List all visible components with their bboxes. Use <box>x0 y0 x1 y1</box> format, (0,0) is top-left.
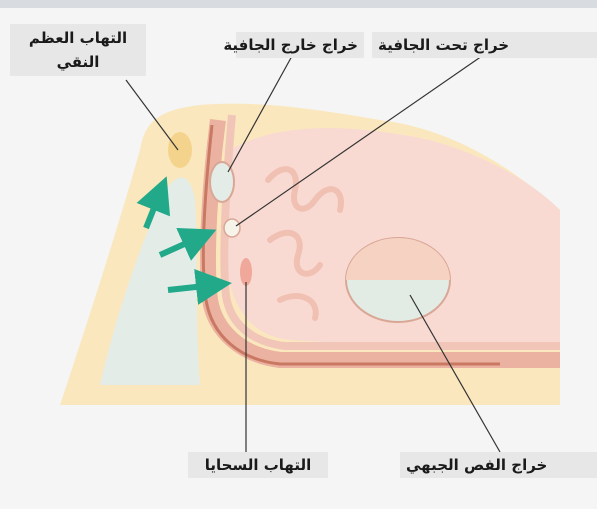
osteitis-focus <box>168 132 192 168</box>
label-epidural-abscess: خراج خارج الجافية <box>236 32 364 58</box>
label-meningitis: التهاب السحايا <box>188 452 328 478</box>
meningitis-focus <box>240 258 252 286</box>
subdural-abscess <box>224 219 240 237</box>
label-frontal-lobe-abscess: خراج الفص الجبهي <box>400 452 597 478</box>
label-osteitis: التهاب العظم النقي <box>10 24 146 76</box>
label-subdural-abscess: خراج تحت الجافية <box>372 32 597 58</box>
